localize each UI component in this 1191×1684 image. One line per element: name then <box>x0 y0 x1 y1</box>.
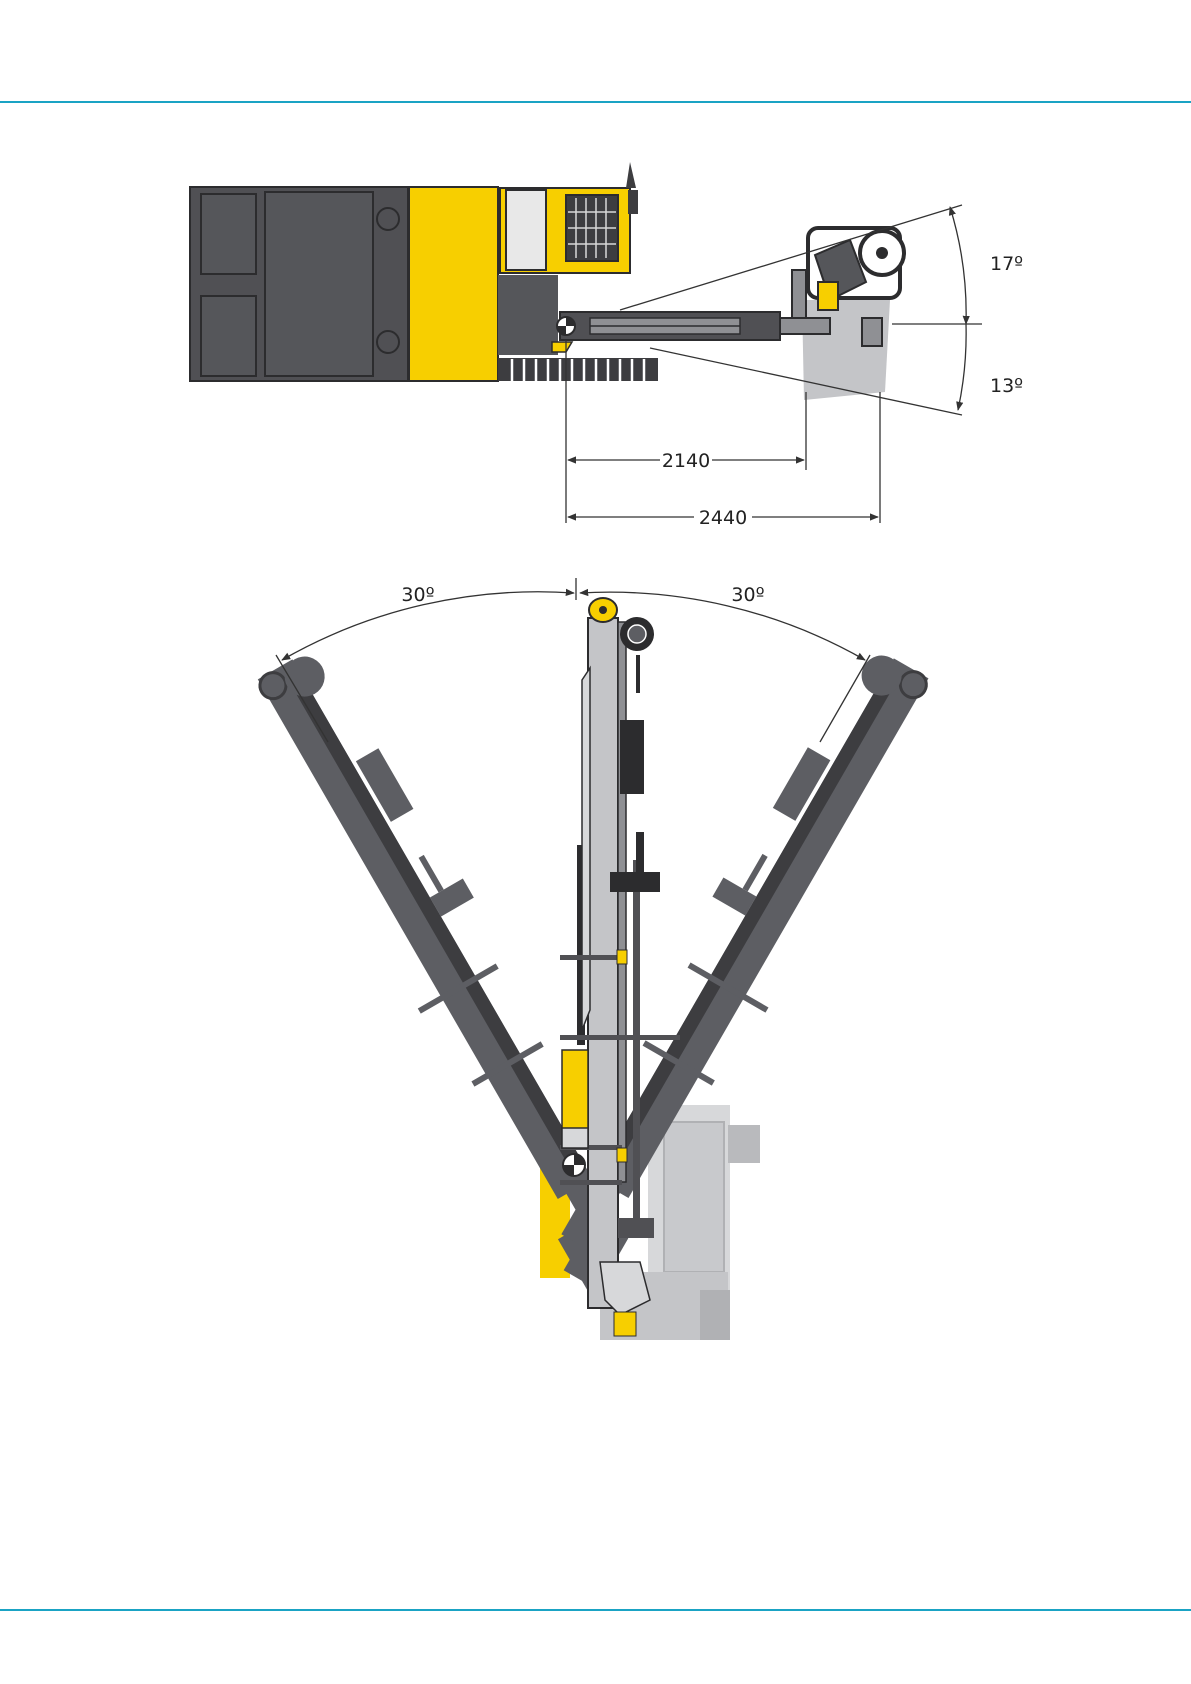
angle-label-right: 30º <box>731 584 764 606</box>
tilt-angle-lines <box>276 578 870 742</box>
angle-label-left: 30º <box>401 584 434 606</box>
